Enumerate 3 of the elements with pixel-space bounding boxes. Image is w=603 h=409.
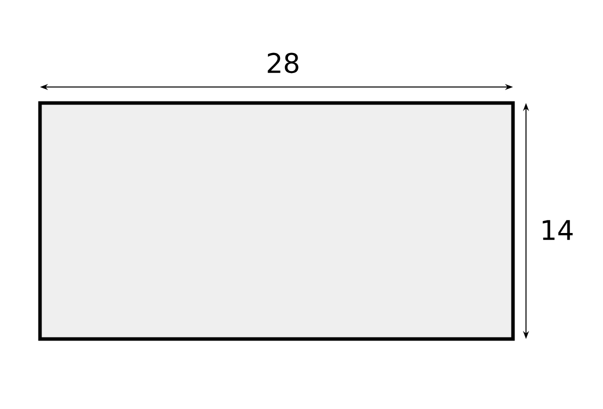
dimension-label: 14 [542, 220, 573, 240]
dimension-label: 28 [268, 52, 298, 74]
rectangle [38, 101, 515, 341]
